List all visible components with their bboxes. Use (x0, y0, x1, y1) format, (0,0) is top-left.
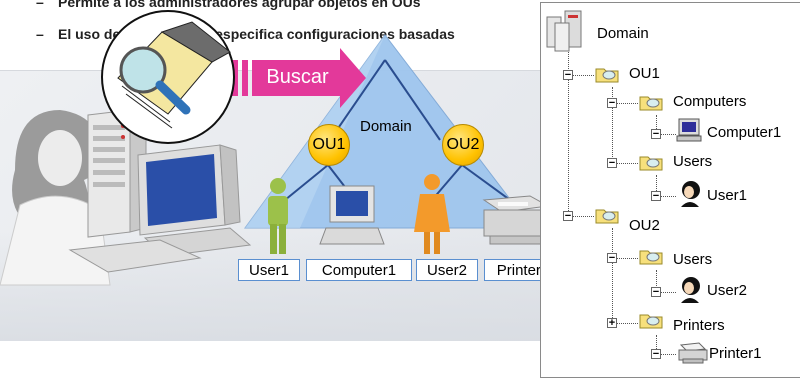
bullet-dash: – (36, 0, 44, 10)
ou1-circle: OU1 (308, 124, 350, 166)
ou2-circle: OU2 (442, 124, 484, 166)
user-icon (681, 181, 700, 207)
computer-icon (676, 118, 702, 142)
computer1-figure (319, 185, 385, 245)
object-label-computer1: Computer1 (306, 259, 412, 281)
search-arrow (232, 48, 366, 108)
directory-tree-panel: Domain − OU1 − Computers − Computer1 − U… (540, 2, 800, 378)
user-icon (681, 277, 700, 303)
user1-figure (268, 178, 288, 254)
object-label-user2: User2 (416, 259, 478, 281)
collapse-icon[interactable]: − (651, 128, 661, 140)
bullet-text: Permite a los administradores agrupar ob… (58, 0, 421, 10)
collapse-icon[interactable]: − (651, 286, 661, 298)
ou-folder-icon (639, 156, 663, 171)
tree-ou2-users[interactable]: Users (673, 251, 713, 268)
keyboard (68, 239, 202, 273)
domain-server-icon (546, 10, 582, 52)
tree-ou2-printer1[interactable]: Printer1 (709, 345, 762, 362)
search-arrow-label: Buscar (266, 66, 329, 88)
person-at-computer (0, 110, 111, 286)
collapse-icon[interactable]: − (651, 348, 661, 360)
collapse-icon[interactable]: − (607, 157, 617, 169)
collapse-icon[interactable]: − (563, 69, 573, 81)
tree-ou2[interactable]: OU2 (629, 217, 660, 234)
directory-diagram (0, 10, 550, 286)
ou-folder-icon (595, 209, 619, 224)
tree-ou2-user2[interactable]: User2 (707, 282, 748, 299)
printer1-figure (482, 195, 550, 245)
tree-ou1-users[interactable]: Users (673, 153, 713, 170)
bullet-dash: – (36, 26, 44, 42)
ou-folder-icon (595, 68, 619, 83)
desktop-monitor (137, 144, 252, 257)
ou-folder-icon (639, 250, 663, 265)
tree-ou1-computers[interactable]: Computers (673, 93, 747, 110)
tree-ou1-computer1[interactable]: Computer1 (707, 124, 782, 141)
user2-figure (414, 174, 450, 254)
bullet-1: – Permite a los administradores agrupar o… (36, 0, 421, 10)
tree-ou1[interactable]: OU1 (629, 65, 660, 82)
ou-folder-icon (639, 96, 663, 111)
collapse-icon[interactable]: − (563, 210, 573, 222)
triangle-domain-label: Domain (360, 118, 412, 135)
collapse-icon[interactable]: − (607, 252, 617, 264)
expand-icon[interactable]: + (607, 317, 617, 329)
collapse-icon[interactable]: − (651, 190, 661, 202)
ou-folder-icon (639, 314, 663, 329)
object-label-user1: User1 (238, 259, 300, 281)
collapse-icon[interactable]: − (607, 97, 617, 109)
tree-ou2-printers[interactable]: Printers (673, 317, 725, 334)
printer-icon (678, 342, 708, 364)
tree-root-domain[interactable]: Domain (597, 25, 649, 42)
magnifier-book-illustration (101, 10, 235, 144)
tree-ou1-user1[interactable]: User1 (707, 187, 748, 204)
